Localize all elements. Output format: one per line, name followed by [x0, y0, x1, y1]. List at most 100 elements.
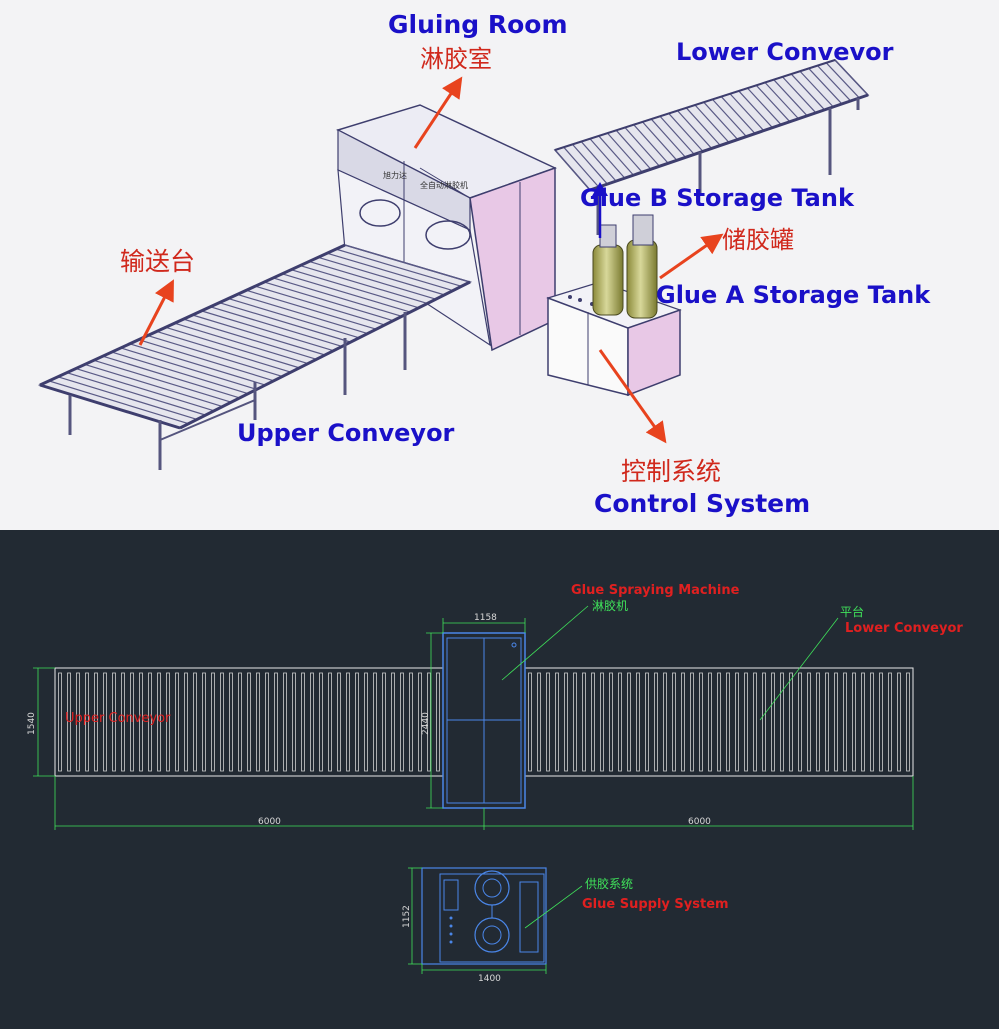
- roller: [773, 79, 808, 117]
- roller-plan: [373, 672, 377, 772]
- roller: [720, 96, 756, 134]
- roller-plan: [184, 672, 188, 772]
- roller: [299, 265, 428, 305]
- lower-conveyor-plan-label: Lower Conveyor: [845, 621, 963, 636]
- roller-plan: [382, 672, 386, 772]
- roller: [273, 277, 402, 317]
- roller-plan: [67, 672, 71, 772]
- roller: [201, 310, 334, 352]
- roller-plan: [175, 672, 179, 772]
- roller: [799, 70, 834, 108]
- roller: [147, 335, 283, 378]
- cad-plan-drawing: 1158 2440 1540 6000 6000 1152 1400 Glue …: [27, 583, 963, 984]
- roller-plan: [699, 672, 703, 772]
- roller: [668, 113, 704, 152]
- roller-plan: [546, 672, 550, 772]
- roller: [120, 347, 257, 390]
- platform-cn-label: 平台: [840, 604, 864, 619]
- roller-plan: [780, 672, 784, 772]
- roller: [633, 124, 669, 164]
- roller-plan: [391, 672, 395, 772]
- roller: [246, 289, 377, 330]
- glue-supply-plan: [421, 867, 547, 965]
- lower-conveyor-label: Lower Convevor: [676, 38, 894, 66]
- roller: [156, 330, 292, 373]
- roller: [326, 252, 454, 292]
- roller-plan: [555, 672, 559, 772]
- roller-plan: [103, 672, 107, 772]
- upper-conveyor-plan-label: Upper Conveyor: [65, 711, 171, 726]
- control-system-cn-label: 控制系统: [621, 457, 721, 486]
- roller: [790, 73, 826, 111]
- roller: [282, 273, 411, 313]
- roller-plan: [906, 672, 910, 772]
- roller: [335, 248, 462, 287]
- roller-plan: [364, 672, 368, 772]
- roller: [659, 115, 695, 155]
- roller-plan: [834, 672, 838, 772]
- glue-spraying-machine-label: Glue Spraying Machine: [571, 583, 740, 598]
- roller-plan: [319, 672, 323, 772]
- roller-plan: [283, 672, 287, 772]
- roller-plan: [139, 672, 143, 772]
- roller-plan: [627, 672, 631, 772]
- storage-tank-cn-label: 储胶罐: [722, 226, 794, 254]
- roller-plan: [211, 672, 215, 772]
- roller: [84, 363, 223, 408]
- annotation-arrows: [138, 76, 724, 444]
- roller: [219, 302, 351, 343]
- roller-plan: [76, 672, 80, 772]
- glue-machine-plan: [442, 632, 526, 809]
- roller: [554, 149, 591, 191]
- roller-plan: [771, 672, 775, 772]
- roller: [57, 376, 198, 420]
- render-3d-panel: 旭力达 全自动淋胶机: [0, 0, 999, 530]
- roller: [228, 297, 360, 339]
- roller: [825, 62, 860, 99]
- dim-left-length: 6000: [258, 817, 281, 827]
- roller-plan: [121, 672, 125, 772]
- roller: [808, 68, 843, 105]
- roller-plan: [247, 672, 251, 772]
- roller: [703, 101, 739, 140]
- roller-plan: [256, 672, 260, 772]
- roller: [834, 59, 869, 96]
- roller-plan: [861, 672, 865, 772]
- roller: [237, 293, 368, 335]
- roller-plan: [600, 672, 604, 772]
- roller: [624, 127, 660, 167]
- roller: [75, 367, 215, 412]
- roller-plan: [202, 672, 206, 772]
- roller: [817, 65, 852, 102]
- glue-supply-cn-label: 供胶系统: [585, 876, 633, 891]
- feed-table-cn-label: 输送台: [120, 247, 195, 276]
- roller: [344, 244, 471, 283]
- roller-plan: [744, 672, 748, 772]
- glue-tanks-3d: [592, 214, 658, 319]
- roller-plan: [355, 672, 359, 772]
- roller-plan: [726, 672, 730, 772]
- roller: [677, 110, 713, 149]
- roller: [685, 107, 721, 146]
- dimension-lines: [33, 605, 914, 974]
- roller-plan: [193, 672, 197, 772]
- roller-plan: [274, 672, 278, 772]
- roller: [174, 322, 309, 365]
- roller: [102, 355, 240, 399]
- roller-plan: [735, 672, 739, 772]
- glue-a-tank-label: Glue A Storage Tank: [656, 281, 931, 309]
- roller-plan: [690, 672, 694, 772]
- roller-plan: [573, 672, 577, 772]
- roller: [66, 372, 206, 416]
- roller-plan: [436, 672, 440, 772]
- roller-plan: [337, 672, 341, 772]
- gluing-room-3d: 旭力达 全自动淋胶机: [336, 104, 557, 352]
- roller-plan: [609, 672, 613, 772]
- upper-conveyor-3d: [37, 243, 473, 470]
- roller: [598, 135, 634, 176]
- roller-plan: [672, 672, 676, 772]
- roller-plan: [157, 672, 161, 772]
- roller-plan: [825, 672, 829, 772]
- roller-plan: [292, 672, 296, 772]
